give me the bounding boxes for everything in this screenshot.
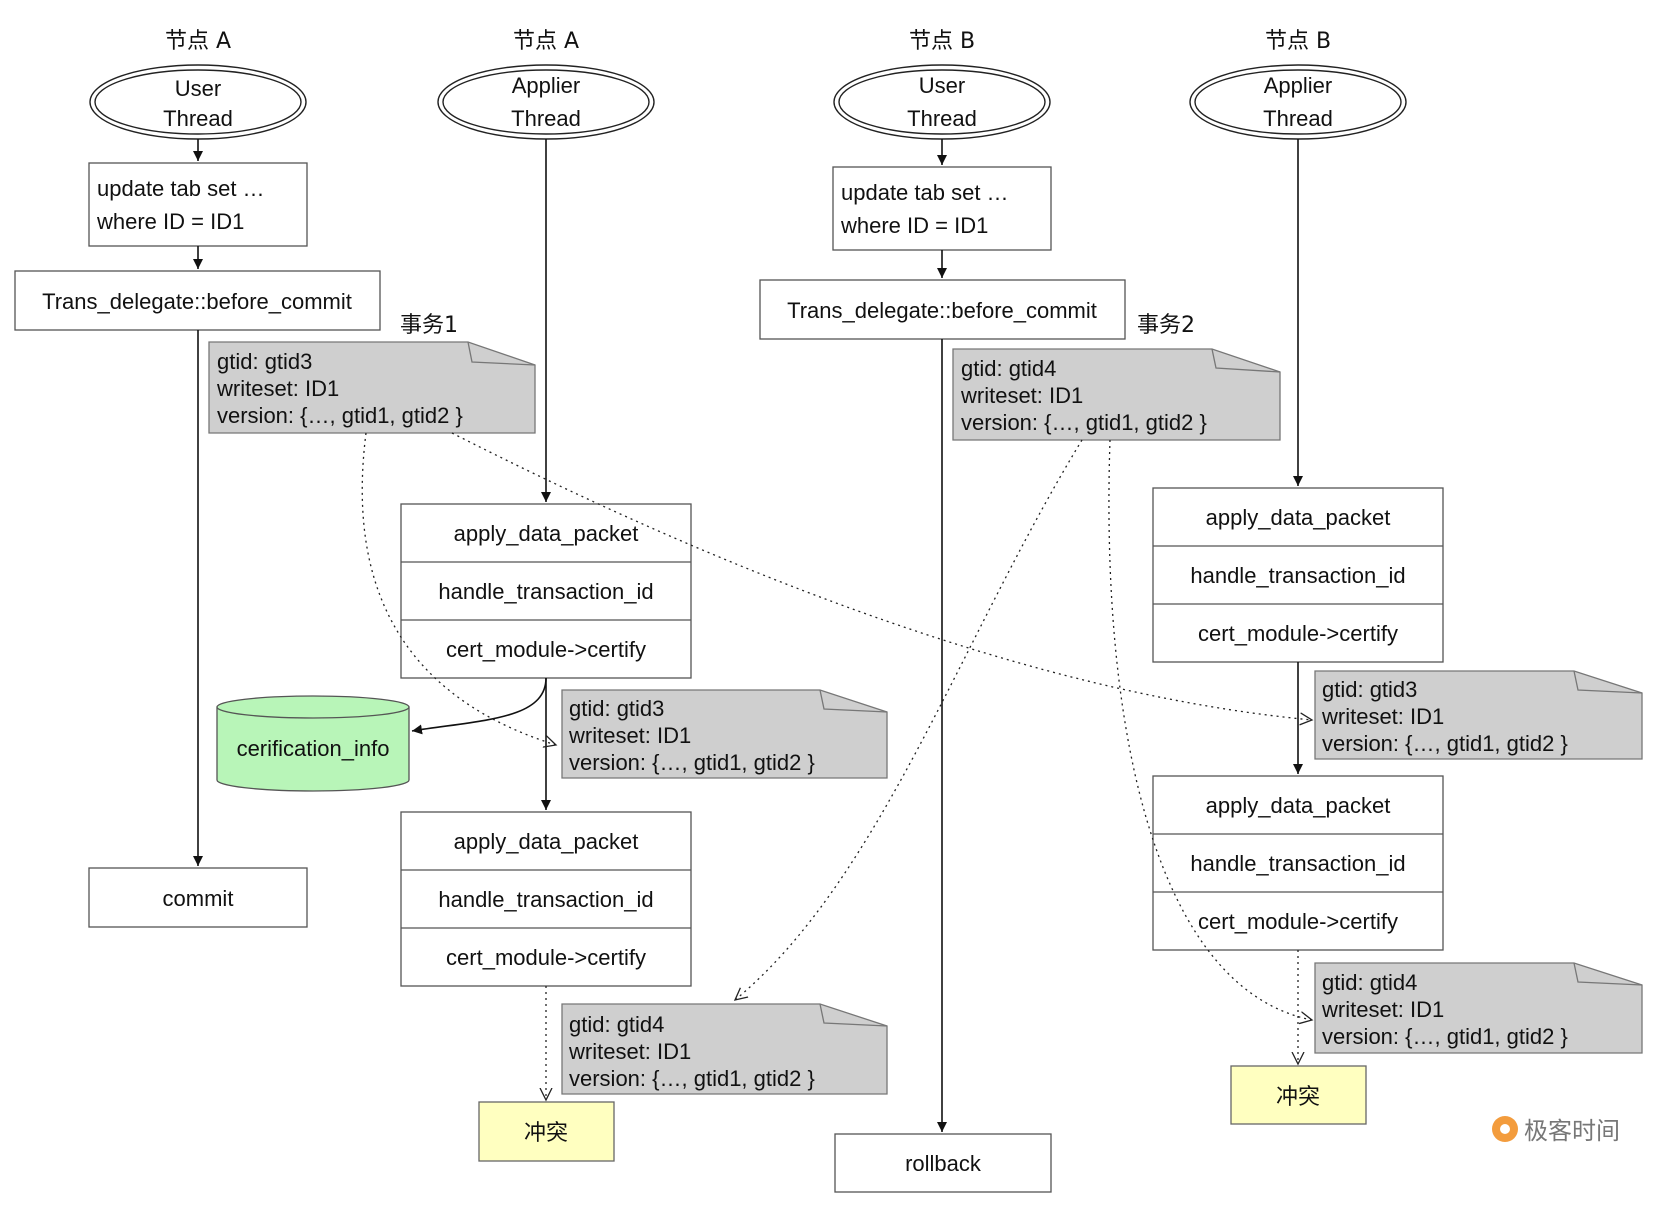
- note-txn2-gtid: gtid: gtid4: [961, 356, 1056, 381]
- commit-label: commit: [163, 886, 234, 911]
- stack-a-1-cert-module-certify: cert_module->certify: [446, 637, 646, 662]
- header-node-a-user: 节点 A: [165, 29, 231, 54]
- certification-info-db: cerification_info: [216, 695, 410, 792]
- update-box-b-line1: update tab set …: [841, 180, 1009, 205]
- stack-a-1-apply-data-packet: apply_data_packet: [454, 521, 639, 546]
- stack-b-2: apply_data_packet handle_transaction_id …: [1152, 775, 1444, 951]
- note-node-b-gtid3: gtid: gtid3 writeset: ID1 version: {…, g…: [1314, 670, 1643, 760]
- thread-user-b-line2: Thread: [907, 106, 977, 131]
- txn1-label: 事务1: [400, 313, 458, 338]
- note-node-a-gtid4: gtid: gtid4 writeset: ID1 version: {…, g…: [561, 1003, 888, 1095]
- note-txn1-gtid: gtid: gtid3: [217, 349, 312, 374]
- stack-a-2: apply_data_packet handle_transaction_id …: [400, 811, 692, 987]
- stack-b-1-apply-data-packet: apply_data_packet: [1206, 505, 1391, 530]
- thread-user-b-line1: User: [919, 73, 965, 98]
- note-node-b-gtid4: gtid: gtid4 writeset: ID1 version: {…, g…: [1314, 962, 1643, 1054]
- rollback-box: rollback: [834, 1133, 1052, 1193]
- thread-applier-a-line2: Thread: [511, 106, 581, 131]
- note-txn1-version: version: {…, gtid1, gtid2 }: [217, 403, 463, 428]
- stack-a-2-cert-module-certify: cert_module->certify: [446, 945, 646, 970]
- note-node-a-gtid3-version: version: {…, gtid1, gtid2 }: [569, 750, 815, 775]
- stack-a-2-handle-transaction-id: handle_transaction_id: [438, 887, 653, 912]
- brand-logo-icon: [1492, 1115, 1518, 1142]
- update-box-a-line2: where ID = ID1: [96, 209, 244, 234]
- note-node-a-gtid4-version: version: {…, gtid1, gtid2 }: [569, 1066, 815, 1091]
- thread-user-a-line2: Thread: [163, 106, 233, 131]
- note-txn1-gtid3: gtid: gtid3 writeset: ID1 version: {…, g…: [208, 341, 536, 434]
- stack-a-1: apply_data_packet handle_transaction_id …: [400, 503, 692, 679]
- note-node-b-gtid3-writeset: writeset: ID1: [1321, 704, 1444, 729]
- brand-logo-text: 极客时间: [1524, 1117, 1620, 1145]
- stack-a-2-apply-data-packet: apply_data_packet: [454, 829, 639, 854]
- update-box-a-line1: update tab set …: [97, 176, 265, 201]
- conflict-box-b: 冲突: [1230, 1065, 1367, 1125]
- conflict-a-label: 冲突: [524, 1121, 568, 1146]
- thread-applier-b-line2: Thread: [1263, 106, 1333, 131]
- before-commit-a-label: Trans_delegate::before_commit: [42, 289, 352, 314]
- certification-info-label: cerification_info: [237, 736, 390, 761]
- before-commit-box-a: Trans_delegate::before_commit: [14, 270, 381, 331]
- note-txn2-gtid4: gtid: gtid4 writeset: ID1 version: {…, g…: [952, 348, 1281, 441]
- arrow-certify-to-cert-info: [411, 677, 547, 735]
- stack-b-2-cert-module-certify: cert_module->certify: [1198, 909, 1398, 934]
- note-node-b-gtid3-gtid: gtid: gtid3: [1322, 677, 1417, 702]
- note-txn2-version: version: {…, gtid1, gtid2 }: [961, 410, 1207, 435]
- conflict-box-a: 冲突: [478, 1101, 615, 1162]
- header-node-b-user: 节点 B: [909, 29, 975, 54]
- conflict-b-label: 冲突: [1276, 1085, 1320, 1110]
- note-node-b-gtid3-version: version: {…, gtid1, gtid2 }: [1322, 731, 1568, 756]
- note-node-a-gtid3-writeset: writeset: ID1: [568, 723, 691, 748]
- note-node-a-gtid3-gtid: gtid: gtid3: [569, 696, 664, 721]
- note-node-a-gtid4-writeset: writeset: ID1: [568, 1039, 691, 1064]
- before-commit-box-b: Trans_delegate::before_commit: [759, 279, 1126, 340]
- header-node-b-applier: 节点 B: [1265, 29, 1331, 54]
- brand-logo: 极客时间: [1492, 1111, 1620, 1146]
- commit-box: commit: [88, 867, 308, 928]
- thread-user-b: User Thread: [833, 64, 1051, 140]
- note-node-b-gtid4-gtid: gtid: gtid4: [1322, 970, 1417, 995]
- note-txn1-writeset: writeset: ID1: [216, 376, 339, 401]
- thread-applier-b: Applier Thread: [1189, 64, 1407, 140]
- txn2-label: 事务2: [1137, 313, 1195, 338]
- update-box-a: update tab set … where ID = ID1: [88, 162, 308, 247]
- before-commit-b-label: Trans_delegate::before_commit: [787, 298, 1097, 323]
- stack-a-1-handle-transaction-id: handle_transaction_id: [438, 579, 653, 604]
- thread-user-a: User Thread: [89, 64, 307, 140]
- note-txn2-writeset: writeset: ID1: [960, 383, 1083, 408]
- thread-user-a-line1: User: [175, 76, 221, 101]
- dotted-txn1-to-node-a-apply: [361, 432, 556, 745]
- thread-applier-a: Applier Thread: [437, 64, 655, 140]
- update-box-b: update tab set … where ID = ID1: [832, 166, 1052, 251]
- stack-b-2-handle-transaction-id: handle_transaction_id: [1190, 851, 1405, 876]
- stack-b-2-apply-data-packet: apply_data_packet: [1206, 793, 1391, 818]
- note-node-b-gtid4-version: version: {…, gtid1, gtid2 }: [1322, 1024, 1568, 1049]
- stack-b-1-cert-module-certify: cert_module->certify: [1198, 621, 1398, 646]
- thread-applier-b-line1: Applier: [1264, 73, 1332, 98]
- stack-b-1-handle-transaction-id: handle_transaction_id: [1190, 563, 1405, 588]
- header-node-a-applier: 节点 A: [513, 29, 579, 54]
- update-box-b-line2: where ID = ID1: [840, 213, 988, 238]
- rollback-label: rollback: [905, 1151, 982, 1176]
- thread-applier-a-line1: Applier: [512, 73, 580, 98]
- stack-b-1: apply_data_packet handle_transaction_id …: [1152, 487, 1444, 663]
- note-node-b-gtid4-writeset: writeset: ID1: [1321, 997, 1444, 1022]
- note-node-a-gtid4-gtid: gtid: gtid4: [569, 1012, 664, 1037]
- note-node-a-gtid3: gtid: gtid3 writeset: ID1 version: {…, g…: [561, 689, 888, 779]
